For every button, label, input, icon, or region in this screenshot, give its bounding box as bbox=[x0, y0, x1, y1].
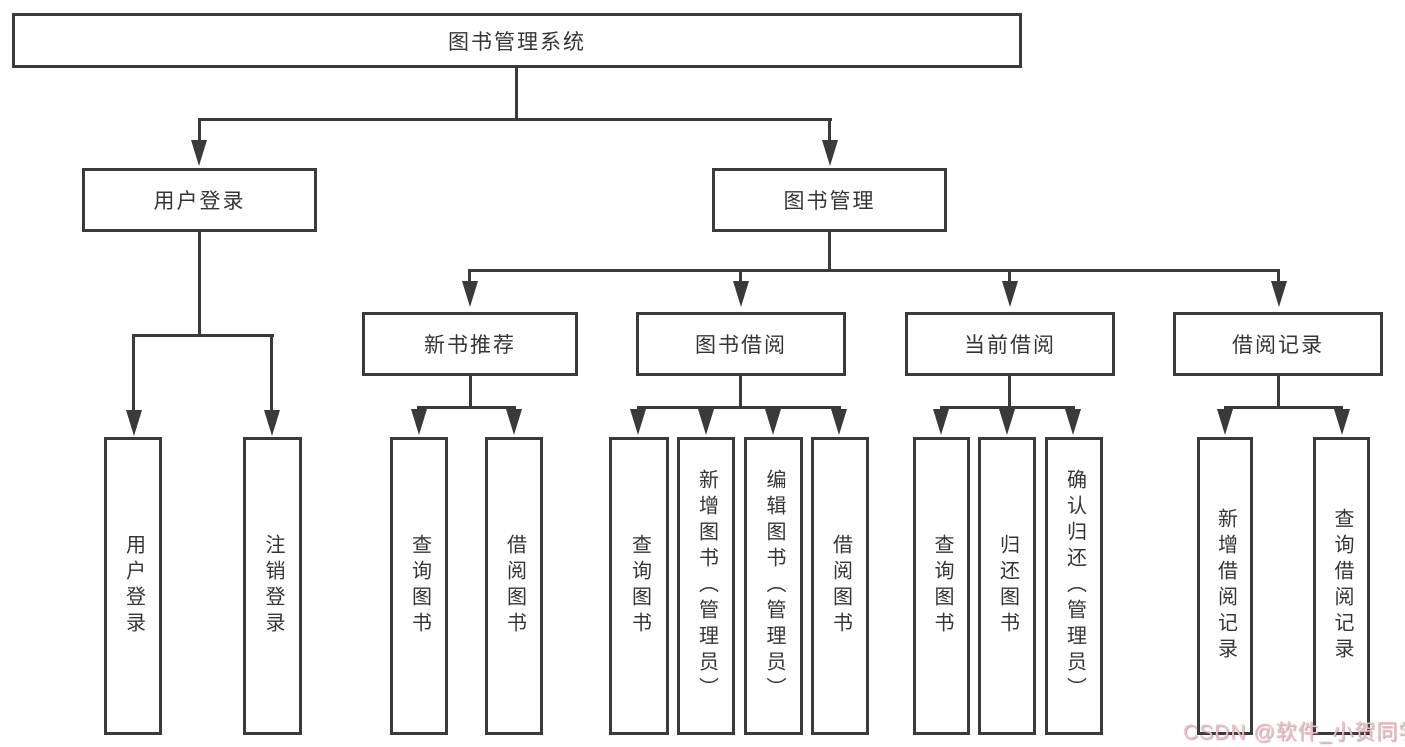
arrowhead-icon bbox=[831, 409, 847, 435]
connector-stem bbox=[1008, 375, 1011, 408]
arrowhead-icon bbox=[822, 140, 838, 166]
leaf-query-borrow-record: 查询借阅记录 bbox=[1313, 437, 1370, 735]
arrowhead-icon bbox=[191, 140, 207, 166]
connector-drop bbox=[1277, 269, 1280, 283]
leaf-user-login-label: 用户登录 bbox=[122, 534, 145, 638]
connector-stem bbox=[198, 231, 201, 335]
node-root: 图书管理系统 bbox=[12, 13, 1022, 68]
connector-stem bbox=[828, 231, 831, 271]
arrowhead-icon bbox=[933, 409, 949, 435]
leaf-query-borrow-record-label: 查询借阅记录 bbox=[1331, 508, 1353, 664]
leaf-borrow-books-borrowing-label: 借阅图书 bbox=[829, 534, 852, 638]
leaf-borrow-books-borrowing: 借阅图书 bbox=[811, 437, 869, 735]
node-borrowing-records-label: 借阅记录 bbox=[1232, 334, 1324, 357]
connector-bar bbox=[637, 406, 841, 409]
arrowhead-icon bbox=[411, 409, 427, 435]
arrowhead-icon bbox=[765, 409, 781, 435]
connector-bar bbox=[132, 334, 274, 337]
node-current-borrowing: 当前借阅 bbox=[905, 312, 1115, 376]
leaf-query-books-recommend: 查询图书 bbox=[390, 437, 448, 735]
leaf-query-books-current-label: 查询图书 bbox=[931, 534, 953, 638]
arrowhead-icon bbox=[462, 281, 478, 307]
connector-bar bbox=[417, 406, 516, 409]
leaf-borrow-books-recommend-label: 借阅图书 bbox=[503, 534, 526, 638]
leaf-query-books-recommend-label: 查询图书 bbox=[408, 534, 431, 638]
arrowhead-icon bbox=[1065, 409, 1081, 435]
connector-stem bbox=[469, 375, 472, 408]
leaf-return-books: 归还图书 bbox=[978, 437, 1036, 735]
connector-bar bbox=[198, 118, 832, 121]
arrowhead-icon bbox=[1002, 281, 1018, 307]
leaf-return-books-label: 归还图书 bbox=[996, 534, 1019, 638]
node-book-borrowing: 图书借阅 bbox=[636, 312, 846, 376]
connector-drop bbox=[1008, 269, 1011, 283]
connector-drop bbox=[132, 334, 135, 412]
connector-stem bbox=[515, 68, 518, 120]
leaf-edit-book-admin: 编辑图书（管理员） bbox=[744, 437, 803, 735]
connector-bar bbox=[1224, 406, 1343, 409]
arrowhead-icon bbox=[999, 409, 1015, 435]
node-new-book-recommend-label: 新书推荐 bbox=[424, 334, 516, 357]
leaf-add-book-admin: 新增图书（管理员） bbox=[677, 437, 735, 735]
node-book-management: 图书管理 bbox=[712, 168, 947, 232]
leaf-confirm-return-admin-label: 确认归还（管理员） bbox=[1063, 469, 1086, 703]
leaf-confirm-return-admin: 确认归还（管理员） bbox=[1045, 437, 1103, 735]
csdn-watermark: CSDN @软件_小贺同学 bbox=[1183, 721, 1405, 744]
leaf-user-login: 用户登录 bbox=[104, 437, 162, 735]
leaf-logout-label: 注销登录 bbox=[262, 534, 284, 638]
leaf-query-books-borrowing: 查询图书 bbox=[609, 437, 669, 735]
leaf-borrow-books-recommend: 借阅图书 bbox=[485, 437, 543, 735]
connector-drop bbox=[739, 269, 742, 283]
connector-drop bbox=[468, 269, 471, 283]
leaf-logout: 注销登录 bbox=[243, 437, 302, 735]
leaf-edit-book-admin-label: 编辑图书（管理员） bbox=[763, 469, 785, 703]
node-book-management-label: 图书管理 bbox=[783, 190, 876, 213]
node-book-borrowing-label: 图书借阅 bbox=[695, 334, 787, 357]
connector-stem bbox=[1277, 375, 1280, 408]
leaf-query-books-borrowing-label: 查询图书 bbox=[628, 534, 651, 638]
arrowhead-icon bbox=[264, 410, 280, 436]
arrowhead-icon bbox=[630, 409, 646, 435]
leaf-add-book-admin-label: 新增图书（管理员） bbox=[695, 469, 718, 703]
leaf-query-books-current: 查询图书 bbox=[913, 437, 970, 735]
connector-drop bbox=[270, 334, 273, 412]
connector-bar bbox=[469, 269, 1280, 272]
node-new-book-recommend: 新书推荐 bbox=[362, 312, 578, 376]
arrowhead-icon bbox=[733, 281, 749, 307]
leaf-add-borrow-record: 新增借阅记录 bbox=[1197, 437, 1253, 735]
connector-stem bbox=[739, 375, 742, 408]
node-current-borrowing-label: 当前借阅 bbox=[964, 334, 1056, 357]
node-root-label: 图书管理系统 bbox=[448, 30, 586, 54]
arrowhead-icon bbox=[698, 409, 714, 435]
connector-drop bbox=[198, 118, 201, 144]
arrowhead-icon bbox=[1334, 409, 1350, 435]
connector-bar bbox=[940, 406, 1075, 409]
arrowhead-icon bbox=[506, 409, 522, 435]
node-borrowing-records: 借阅记录 bbox=[1173, 312, 1383, 376]
connector-drop bbox=[828, 118, 831, 144]
node-user-login: 用户登录 bbox=[82, 168, 317, 232]
arrowhead-icon bbox=[1217, 409, 1233, 435]
node-user-login-label: 用户登录 bbox=[153, 190, 246, 213]
leaf-add-borrow-record-label: 新增借阅记录 bbox=[1214, 508, 1237, 664]
arrowhead-icon bbox=[1271, 281, 1287, 307]
arrowhead-icon bbox=[126, 410, 142, 436]
